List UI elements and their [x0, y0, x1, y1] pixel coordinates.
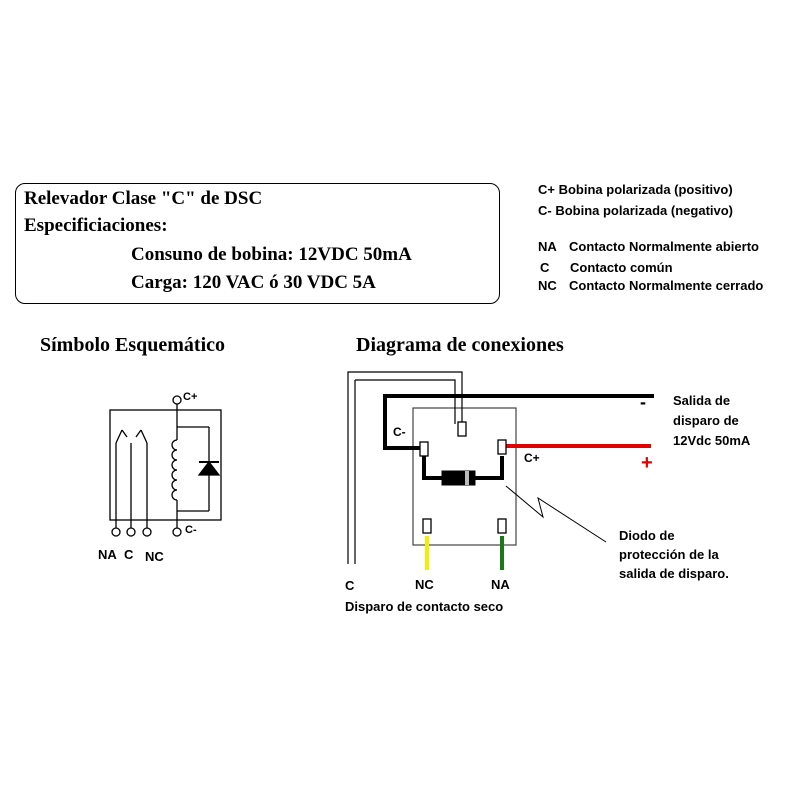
conn-nc-label: NC: [415, 577, 434, 592]
spec-title: Relevador Clase "C" de DSC: [24, 188, 263, 209]
output-label-line3: 12Vdc 50mA: [673, 433, 751, 448]
legend-cplus: C+ Bobina polarizada (positivo): [538, 182, 733, 197]
legend-na-key: NA: [538, 239, 557, 254]
nc-terminal: [142, 527, 152, 537]
diode-symbol: [197, 460, 221, 476]
dry-contact-label: Disparo de contacto seco: [345, 599, 504, 614]
legend-nc-key: NC: [538, 278, 557, 293]
terminal-nc: [422, 518, 432, 534]
spec-load: Carga: 120 VAC ó 30 VDC 5A: [131, 272, 376, 293]
conn-cplus-label: C+: [524, 451, 540, 465]
connection-diagram: [347, 371, 654, 570]
schematic-cplus-label: C+: [183, 391, 198, 403]
diode-label-line3: salida de disparo.: [619, 566, 729, 581]
diode-label-line1: Diodo de: [619, 528, 675, 543]
schematic-cminus-label: C-: [185, 524, 197, 536]
legend-cminus: C- Bobina polarizada (negativo): [538, 203, 734, 218]
output-label-line2: disparo de: [673, 413, 739, 428]
negative-wire: [383, 394, 654, 450]
diode-body: [441, 470, 476, 486]
terminal-cplus: [497, 439, 507, 455]
spec-heading: Especificiaciones:: [24, 215, 168, 236]
diode-label-line2: protección de la: [619, 547, 719, 562]
conn-minus-sign: -: [640, 392, 646, 412]
terminal-cminus: [419, 441, 429, 457]
conn-plus-sign: +: [641, 452, 653, 474]
na-contact-blade: [115, 429, 123, 444]
cminus-terminal: [172, 527, 182, 537]
conn-na-label: NA: [491, 577, 510, 592]
legend-c-key: C: [540, 260, 550, 275]
connections-title: Diagrama de conexiones: [356, 334, 564, 356]
common-wire: [347, 371, 463, 564]
cplus-terminal: [172, 395, 182, 405]
terminal-na: [497, 518, 507, 534]
schematic-title: Símbolo Esquemático: [40, 334, 226, 356]
schematic-na-label: NA: [98, 547, 117, 562]
legend-nc-text: Contacto Normalmente cerrado: [569, 278, 764, 293]
c-terminal: [126, 527, 136, 537]
coil-symbol: [171, 439, 178, 501]
schematic-nc-label: NC: [145, 549, 164, 564]
schematic-symbol: [109, 395, 222, 537]
nc-contact-blade: [140, 429, 148, 444]
schematic-c-label: C: [124, 547, 134, 562]
spec-coil: Consuno de bobina: 12VDC 50mA: [131, 244, 412, 265]
terminal-c: [457, 421, 467, 437]
output-label-line1: Salida de: [673, 393, 731, 408]
na-terminal: [111, 527, 121, 537]
relay-body: [412, 407, 517, 546]
legend-c-text: Contacto común: [570, 260, 673, 275]
relay-outline: [109, 409, 222, 521]
diode-band: [465, 471, 469, 485]
diode-callout-line: [505, 485, 607, 543]
legend-na-text: Contacto Normalmente abierto: [569, 239, 759, 254]
conn-cminus-label: C-: [393, 425, 406, 439]
specifications-box: [15, 183, 500, 304]
conn-c-label: C: [345, 578, 355, 593]
